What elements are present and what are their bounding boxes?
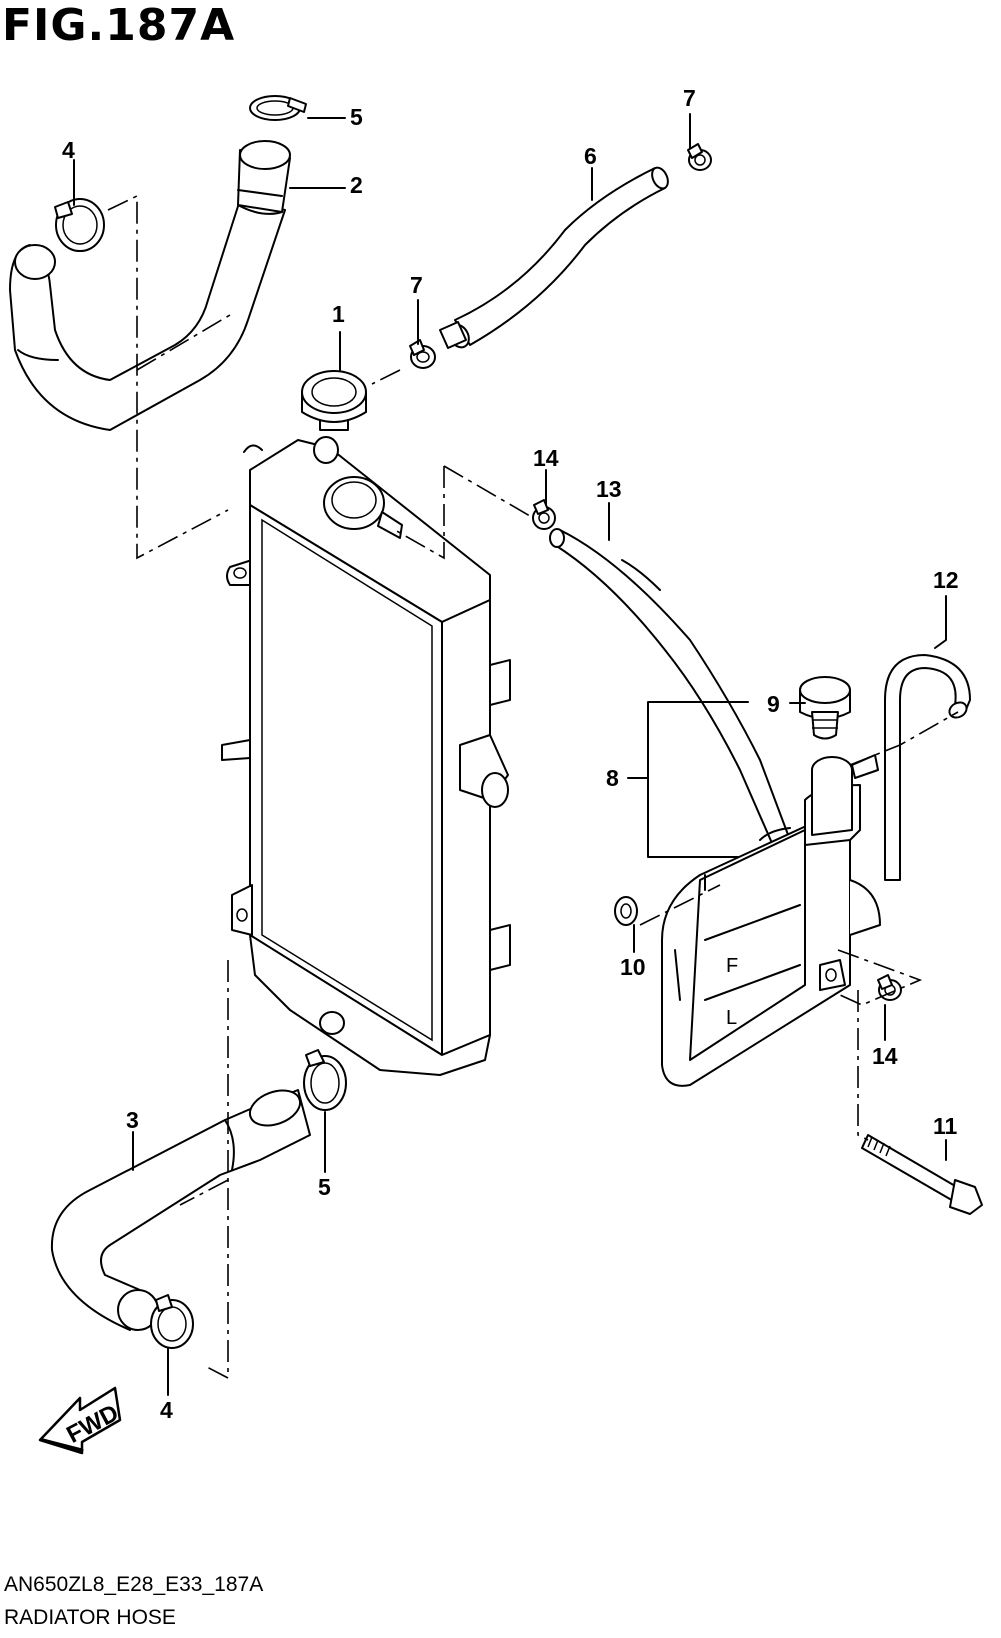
hose-clamp-left-lower [150, 1294, 194, 1349]
callout-2: 2 [350, 172, 363, 198]
callout-13: 13 [596, 476, 622, 502]
hose-clip-upper [687, 143, 712, 171]
leader-lines [73, 113, 947, 1396]
callout-14-upper: 14 [533, 445, 559, 471]
callout-10: 10 [620, 954, 646, 980]
callout-8: 8 [606, 765, 619, 791]
lower-radiator-hose [50, 1089, 311, 1331]
reservoir-cap [799, 676, 851, 740]
radiator [221, 436, 511, 1076]
callout-4-lower: 4 [160, 1397, 173, 1423]
tank-full-mark: F [726, 955, 738, 977]
callout-5-lower: 5 [318, 1174, 331, 1200]
callout-14-lower: 14 [872, 1043, 898, 1069]
tank-low-mark: L [726, 1007, 737, 1029]
hose-clamp-lower [303, 1049, 347, 1111]
figure-title: FIG.187A [2, 0, 236, 51]
callout-7-upper: 7 [683, 85, 696, 111]
callout-11: 11 [933, 1113, 958, 1139]
grommet [614, 896, 638, 926]
hose-clamp-left-upper [54, 198, 105, 252]
hose-clip-lower [409, 339, 436, 369]
section-name: RADIATOR HOSE [4, 1606, 176, 1629]
callout-3: 3 [126, 1107, 139, 1133]
callout-1: 1 [332, 301, 345, 327]
mounting-bolt [861, 1134, 983, 1215]
callout-5-upper: 5 [350, 104, 363, 130]
radiator-cap [301, 370, 367, 431]
callout-6: 6 [584, 143, 597, 169]
callout-9: 9 [767, 691, 780, 717]
upper-radiator-hose [9, 140, 291, 431]
callout-numbers: 4 5 2 1 7 7 6 14 13 12 9 8 10 14 11 3 5 … [62, 85, 959, 1423]
overflow-hose [439, 166, 669, 349]
model-code: AN650ZL8_E28_E33_187A [4, 1573, 264, 1596]
reservoir-tank: F L [661, 754, 881, 1087]
breather-hose [884, 654, 971, 881]
hose-clip-reservoir-upper [532, 499, 556, 530]
hose-clamp-upper [249, 95, 307, 121]
hose-clip-reservoir-lower [877, 974, 902, 1001]
reservoir-inlet-hose [549, 528, 791, 851]
fwd-arrow: FWD [38, 1386, 123, 1455]
callout-4-upper: 4 [62, 137, 75, 163]
callout-7-lower: 7 [410, 272, 423, 298]
callout-12: 12 [933, 567, 959, 593]
assembly-lines [107, 194, 959, 1380]
